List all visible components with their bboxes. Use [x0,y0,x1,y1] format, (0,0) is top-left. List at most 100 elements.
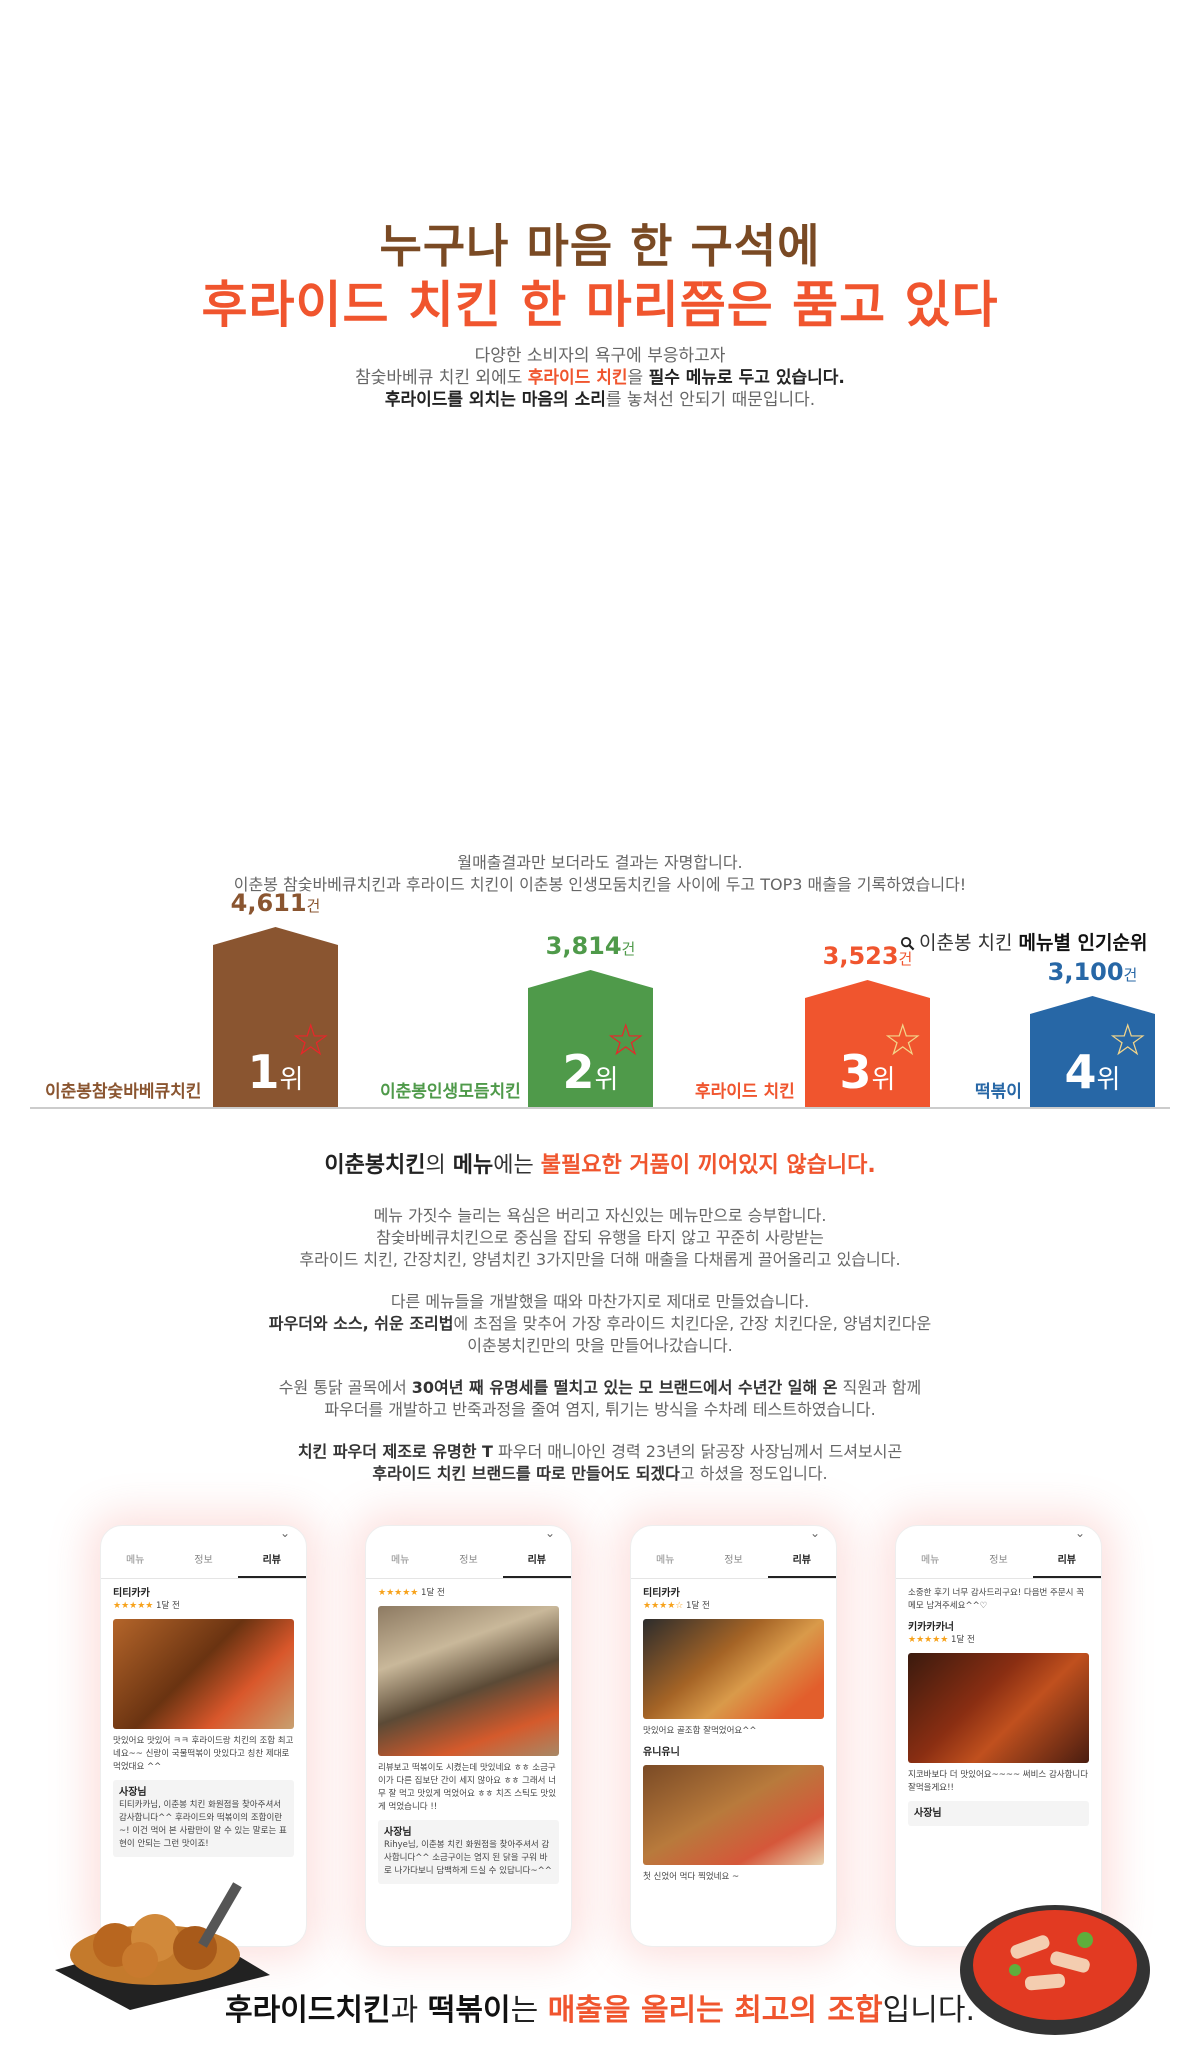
review-date: 1달 전 [421,1588,445,1598]
star-icon: ☆ [883,1015,923,1066]
menu-heading-text: 의 [425,1153,453,1178]
rank-label: 3위 [805,1045,930,1099]
tab-menu[interactable]: 메뉴 [390,1555,410,1566]
reviewer-name: 키카카카너 [908,1622,954,1633]
tab-review[interactable]: 리뷰 [237,1544,306,1578]
rating-stars: ★★★★★ [113,1601,154,1611]
slogan-bold: 떡볶이 [427,1993,511,2028]
chevron-down-icon[interactable]: ⌄ [1074,1526,1085,1540]
reply-user: 사장님 [384,1827,412,1838]
review-phone-3: ⌄ 메뉴 정보 리뷰 티티카카 ★★★★☆ 1달 전 맛있어요 골조합 잘먹었어… [630,1525,837,1947]
tab-info[interactable]: 정보 [989,1555,1008,1566]
menu-para-line: 참숯바베큐치킨으로 중심을 잡되 유행을 타지 않고 꾸준히 사랑받는 [376,1228,824,1247]
slogan-text: 과 [390,1993,428,2028]
category-label: 이춘봉참숯바베큐치킨 [45,1082,202,1102]
rank-suffix: 위 [279,1065,304,1095]
bar-value-unit: 건 [898,950,913,968]
rank-number: 2 [562,1045,595,1099]
slogan-text: 는 [510,1993,548,2028]
rank-number: 3 [839,1045,872,1099]
tab-review[interactable]: 리뷰 [767,1544,836,1578]
review-phone-1: ⌄ 메뉴 정보 리뷰 티티카카 ★★★★★ 1달 전 맛있어요 맛있어 ㅋㅋ 후… [100,1525,307,1947]
menu-heading-brand: 이춘봉치킨 [324,1153,426,1178]
review-tabs: 메뉴 정보 리뷰 [101,1544,306,1579]
reviewer-name-2: 유니유니 [643,1747,680,1758]
review-tabs: 메뉴 정보 리뷰 [896,1544,1101,1579]
rating-stars: ★★★★★ [908,1635,949,1645]
review-text: 맛있어요 맛있어 ㅋㅋ 후라이드랑 치킨의 조합 최고네요~~ 신랑이 국물떡볶… [113,1736,294,1772]
chevron-down-icon[interactable]: ⌄ [544,1526,555,1540]
tab-info[interactable]: 정보 [194,1555,213,1566]
tab-menu[interactable]: 메뉴 [655,1555,675,1566]
reviewer-name: 티티카카 [113,1588,150,1599]
reply-user: 사장님 [914,1808,942,1819]
tab-review[interactable]: 리뷰 [1032,1544,1101,1578]
tab-review[interactable]: 리뷰 [502,1544,571,1578]
slogan-highlight: 매출을 올리는 최고의 조합 [547,1993,883,2028]
slogan-bold: 후라이드치킨 [225,1993,391,2028]
menu-para-line: 파우더와 소스, 쉬운 조리법에 초점을 맞추어 가장 후라이드 치킨다운, 간… [0,1313,1200,1335]
rank-suffix: 위 [1096,1065,1121,1095]
bottom-slogan: 후라이드치킨과 떡볶이는 매출을 올리는 최고의 조합입니다. [0,1985,1200,2029]
review-text: 지코바보다 더 맛있어요~~~~ 써비스 감사합니다 잘먹을게요!! [908,1770,1089,1793]
rating-stars: ★★★★☆ [643,1601,684,1611]
tab-menu[interactable]: 메뉴 [125,1555,145,1566]
reply-text-top: 소중한 후기 너무 감사드리구요! 다음번 주문시 꼭 메모 남겨주세요^^♡ [908,1588,1085,1611]
intro-text: 참숯바베큐 치킨 외에도 [355,368,528,388]
review-date: 1달 전 [686,1601,710,1611]
category-label: 떡볶이 [975,1082,1022,1102]
chart-caption-line1: 월매출결과만 보더라도 결과는 자명합니다. [457,853,743,872]
review-phone-2: ⌄ 메뉴 정보 리뷰 ★★★★★ 1달 전 리뷰보고 떡볶이도 시켰는데 맛있네… [365,1525,572,1947]
menu-para-line: 파우더를 개발하고 반죽과정을 줄여 염지, 튀기는 방식을 수차례 테스트하였… [324,1400,876,1419]
chart-baseline [30,1107,1170,1109]
rank-title-prefix: 이춘봉 치킨 [919,932,1019,954]
bar-1 [213,927,338,1107]
star-icon: ☆ [1108,1015,1148,1066]
hero-title-line2: 후라이드 치킨 한 마리쯤은 품고 있다 [201,276,999,334]
intro-text: 을 [627,368,649,388]
menu-para-line: 후라이드 치킨 브랜드를 따로 만들어도 되겠다고 하셨을 정도입니다. [0,1463,1200,1485]
reply-user: 사장님 [119,1787,147,1798]
intro-line1: 다양한 소비자의 욕구에 부응하고자 [474,346,726,366]
hero-title-line1: 누구나 마음 한 구석에 [379,219,821,273]
bar-value-number: 4,611 [230,889,307,917]
rank-suffix: 위 [594,1065,619,1095]
menu-para-line: 다른 메뉴들을 개발했을 때와 마찬가지로 제대로 만들었습니다. [390,1292,810,1311]
menu-para-line: 후라이드 치킨, 간장치킨, 양념치킨 3가지만을 더해 매출을 다채롭게 끌어… [299,1250,901,1269]
review-photo-2 [643,1765,824,1865]
tab-info[interactable]: 정보 [459,1555,478,1566]
hero-intro: 다양한 소비자의 욕구에 부응하고자 참숯바베큐 치킨 외에도 후라이드 치킨을… [0,345,1200,411]
menu-para-line: 수원 통닭 골목에서 30여년 째 유명세를 떨치고 있는 모 브랜드에서 수년… [0,1377,1200,1399]
chevron-down-icon[interactable]: ⌄ [809,1526,820,1540]
intro-highlight: 후라이드 치킨 [527,368,628,388]
tteokbokki-pot-image [955,1870,1155,2040]
rank-label: 2위 [528,1045,653,1099]
intro-line3: 후라이드를 외치는 마음의 소리를 놓쳐선 안되기 때문입니다. [0,389,1200,411]
menu-text: 수원 통닭 골목에서 [278,1378,412,1397]
menu-bold: 후라이드 치킨 브랜드를 따로 만들어도 되겠다 [372,1464,680,1483]
owner-reply: 사장님 티티카카님, 이춘봉 치킨 화원점을 찾아주셔서 감사합니다^^ 후라이… [113,1780,294,1857]
chart-caption: 월매출결과만 보더라도 결과는 자명합니다. 이춘봉 참숯바베큐치킨과 후라이드… [0,852,1200,896]
reviewer-name: 티티카카 [643,1588,680,1599]
menu-para-line: 메뉴 가짓수 늘리는 욕심은 버리고 자신있는 메뉴만으로 승부합니다. [373,1206,827,1225]
rank-number: 1 [247,1045,280,1099]
menu-bold: 파우더와 소스, 쉬운 조리법 [268,1314,454,1333]
bar-value-unit: 건 [1123,966,1138,984]
review-tabs: 메뉴 정보 리뷰 [366,1544,571,1579]
bar-value-number: 3,814 [545,932,622,960]
review-phone-4: ⌄ 메뉴 정보 리뷰 소중한 후기 너무 감사드리구요! 다음번 주문시 꼭 메… [895,1525,1102,1947]
chevron-down-icon[interactable]: ⌄ [279,1526,290,1540]
rank-title: 이춘봉 치킨 메뉴별 인기순위 [900,928,1147,955]
bar-3 [805,980,930,1107]
tab-menu[interactable]: 메뉴 [920,1555,940,1566]
star-icon: ☆ [291,1015,331,1066]
bar-value-label: 3,523건 [805,942,930,970]
review-text: 리뷰보고 떡볶이도 시켰는데 맛있네요 ㅎㅎ 소금구이가 다른 집보단 간이 세… [378,1763,557,1812]
category-label: 이춘봉인생모듬치킨 [380,1082,521,1102]
menu-heading-highlight: 불필요한 거품이 끼어있지 않습니다. [540,1153,876,1178]
review-tabs: 메뉴 정보 리뷰 [631,1544,836,1579]
menu-body: 메뉴 가짓수 늘리는 욕심은 버리고 자신있는 메뉴만으로 승부합니다. 참숯바… [0,1205,1200,1485]
review-text: 맛있어요 골조합 잘먹었어요^^ [643,1726,757,1736]
bar-value-label: 3,100건 [1030,958,1155,986]
tab-info[interactable]: 정보 [724,1555,743,1566]
